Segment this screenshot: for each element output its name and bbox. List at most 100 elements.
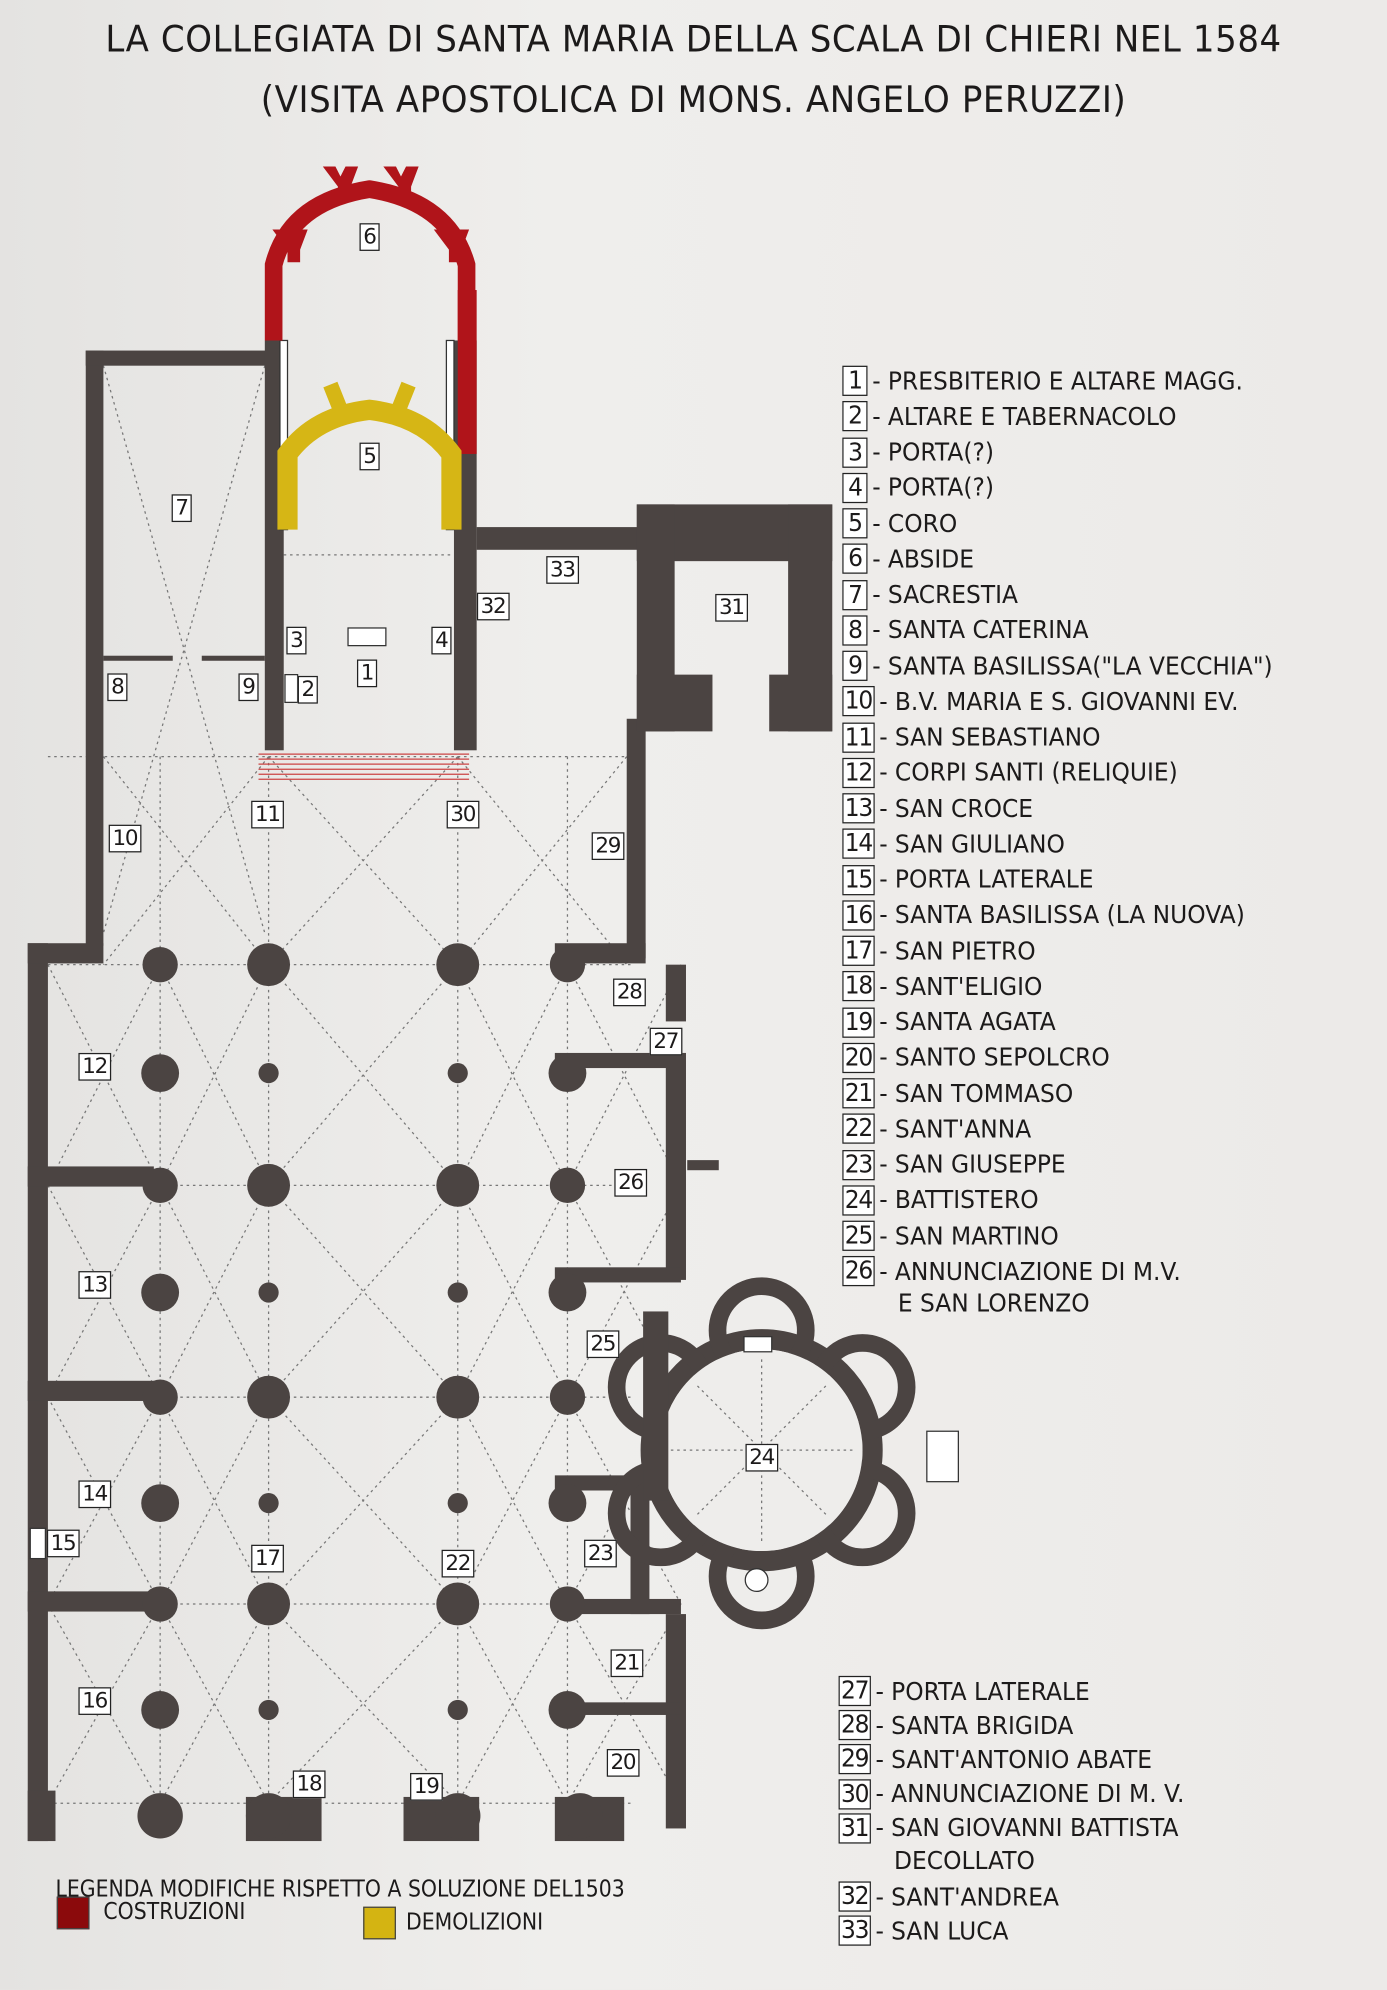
- plan-label-27: 27: [649, 1027, 682, 1056]
- facade-pier: [137, 1793, 183, 1839]
- apse-buttress: [433, 229, 470, 263]
- legend-label: SAN SEBASTIANO: [894, 722, 1101, 752]
- legend-item-32: 32-SANT'ANDREA: [838, 1881, 1059, 1912]
- wall: [554, 1702, 681, 1715]
- wall: [476, 527, 641, 550]
- large-pier: [436, 1375, 480, 1419]
- legend-label: SANT'ANTONIO ABATE: [891, 1745, 1153, 1775]
- legend-label: SACRESTIA: [887, 580, 1019, 610]
- legend-label: SAN CROCE: [894, 793, 1034, 823]
- modifications-heading: LEGENDA MODIFICHE RISPETTO A SOLUZIONE D…: [55, 1876, 625, 1903]
- legend-dash: -: [879, 829, 888, 859]
- plan-label-20: 20: [606, 1749, 640, 1777]
- legend-item-20: 20-SANTO SEPOLCRO: [842, 1042, 1110, 1073]
- legend-label-continuation: E SAN LORENZO: [897, 1289, 1090, 1319]
- legend-dash: -: [875, 1916, 884, 1946]
- plan-label-24: 24: [745, 1443, 778, 1472]
- wall: [27, 1166, 154, 1187]
- facade-pier: [557, 1793, 603, 1839]
- legend-label: ANNUNCIAZIONE DI M. V.: [891, 1779, 1185, 1809]
- half-pier: [141, 1273, 180, 1312]
- legend-dash: -: [872, 437, 881, 467]
- plan-label-18: 18: [292, 1770, 326, 1799]
- legend-label: PORTA(?): [887, 437, 995, 467]
- choir-demolition: [277, 399, 462, 530]
- half-pier: [548, 1691, 587, 1729]
- legend-dash: -: [879, 865, 888, 895]
- small-pier: [258, 1063, 279, 1084]
- legend-label: SAN GIUSEPPE: [894, 1150, 1066, 1180]
- legend-number: 33: [838, 1915, 871, 1946]
- legend-label: PORTA LATERALE: [891, 1676, 1090, 1706]
- chapel-wall-pier: [142, 1167, 178, 1203]
- vault-line: [457, 756, 628, 966]
- wall: [27, 1380, 154, 1401]
- legend-number: 26: [842, 1256, 875, 1287]
- legend-item-1: 1-PRESBITERIO E ALTARE MAGG.: [842, 365, 1243, 396]
- legend-dash: -: [872, 615, 881, 645]
- vault-line: [47, 1396, 161, 1605]
- legend-item-33: 33-SAN LUCA: [838, 1915, 1009, 1946]
- plan-label-33: 33: [546, 556, 579, 584]
- legend-label: PORTA LATERALE: [894, 865, 1094, 895]
- facade-pier: [435, 1793, 481, 1839]
- legend-dash: -: [879, 1043, 888, 1073]
- plan-label-28: 28: [613, 978, 646, 1007]
- small-pier: [447, 1699, 468, 1721]
- small-pier: [258, 1699, 279, 1721]
- legend-dash: -: [879, 686, 888, 716]
- legend-number: 16: [842, 900, 875, 931]
- chapel-wall-pier: [142, 947, 178, 983]
- legend-number: 18: [842, 971, 875, 1002]
- half-pier: [141, 1691, 180, 1729]
- title-line-2: (VISITA APOSTOLICA DI MONS. ANGELO PERUZ…: [260, 78, 1127, 122]
- small-pier: [447, 1063, 468, 1084]
- half-pier: [141, 1054, 180, 1093]
- legend-label: B.V. MARIA E S. GIOVANNI EV.: [894, 686, 1239, 716]
- plan-label-19: 19: [410, 1772, 443, 1801]
- legend-item-6: 6-ABSIDE: [842, 543, 974, 575]
- legend-item-21: 21-SAN TOMMASO: [842, 1078, 1073, 1109]
- legend-dash: -: [872, 544, 881, 574]
- baptistery-connector: [643, 1311, 669, 1501]
- half-pier: [141, 1484, 180, 1523]
- legend-label: ALTARE E TABERNACOLO: [887, 401, 1177, 431]
- small-pier: [258, 1282, 279, 1303]
- plan-label-21: 21: [610, 1649, 643, 1678]
- vault-line: [159, 1185, 270, 1398]
- costruzioni-swatch: [56, 1896, 90, 1930]
- legend-item-26: 26-ANNUNCIAZIONE DI M.V.: [842, 1256, 1181, 1287]
- plan-label-11: 11: [251, 800, 284, 829]
- legend-item-19: 19-SANTA AGATA: [842, 1006, 1056, 1038]
- legend-item-22: 22-SANT'ANNA: [842, 1113, 1031, 1145]
- legend-item-15: 15-PORTA LATERALE: [842, 864, 1094, 895]
- vault-line: [457, 1396, 569, 1605]
- legend-number: 32: [838, 1881, 871, 1912]
- legend-dash: -: [879, 1221, 888, 1251]
- small-pier: [447, 1282, 468, 1303]
- legend-label: SAN MARTINO: [894, 1221, 1059, 1251]
- legend-item-8: 8-SANTA CATERINA: [842, 615, 1089, 646]
- plan-label-25: 25: [586, 1330, 619, 1359]
- vault-line: [102, 756, 270, 966]
- legend-label: SANTA BASILISSA (LA NUOVA): [894, 900, 1245, 930]
- large-pier: [247, 1163, 291, 1207]
- legend-dash: -: [875, 1813, 884, 1843]
- legend-number: 4: [842, 472, 868, 503]
- legend-dash: -: [879, 1185, 888, 1215]
- legend-item-17: 17-SAN PIETRO: [842, 935, 1036, 966]
- legend-number: 3: [842, 436, 868, 468]
- legend-label: SANTA BASILISSA("LA VECCHIA"): [887, 651, 1273, 681]
- legend-label: SAN GIOVANNI BATTISTA: [891, 1813, 1179, 1843]
- vault-line: [159, 1185, 270, 1398]
- apse-buttress: [272, 229, 308, 263]
- large-pier: [436, 1163, 480, 1207]
- legend-number: 23: [842, 1149, 875, 1180]
- legend-number: 25: [842, 1220, 875, 1251]
- legend-dash: -: [879, 971, 888, 1001]
- legend-number: 27: [838, 1675, 871, 1707]
- legend-number: 5: [842, 508, 868, 539]
- construction-wall: [457, 290, 477, 454]
- plan-label-6: 6: [359, 223, 380, 251]
- costruzioni-label: COSTRUZIONI: [103, 1899, 246, 1926]
